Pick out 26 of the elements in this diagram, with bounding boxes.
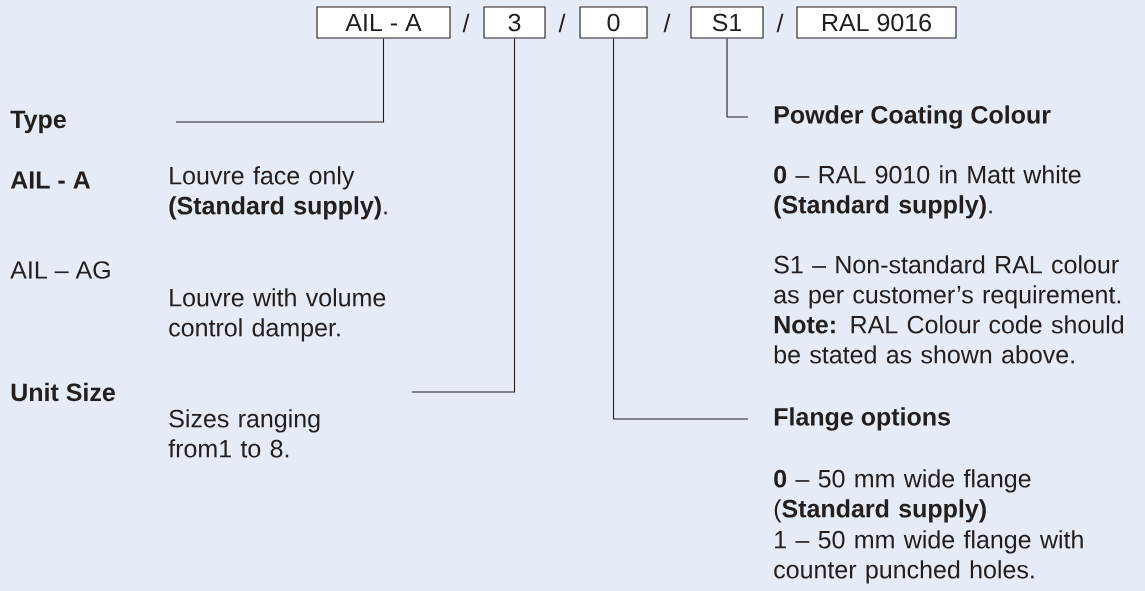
leader-line [612, 38, 749, 420]
separator-slash: / [776, 13, 784, 33]
description-text: Louvre with volume control damper. [169, 288, 386, 342]
description-text: Sizes ranging from1 to 8. [168, 409, 320, 458]
leader-line [411, 38, 516, 393]
separator-slash: / [462, 13, 470, 33]
description-text: 0 – 50 mm wide flange (Standard supply) [774, 469, 1031, 523]
separator-slash: / [558, 13, 566, 33]
section-heading: Flange options [774, 407, 950, 431]
option-code: AIL – AG [10, 261, 110, 279]
leader-line [726, 38, 749, 118]
code-box: RAL 9016 [796, 6, 957, 39]
code-box: 3 [483, 6, 546, 39]
code-box: AIL - A [316, 6, 451, 39]
section-heading: Type [10, 110, 66, 134]
code-box: 0 [579, 6, 648, 39]
option-code: AIL - A [10, 171, 91, 189]
description-text: S1 – Non-standard RAL colour as per customer’s requirement. Note: RAL Colour code should be stated as shown above. [774, 255, 1124, 364]
section-heading: Unit Size [11, 382, 115, 402]
leader-line [175, 38, 385, 123]
description-text: 0 – RAL 9010 in Matt white (Standard supply). [774, 165, 1081, 219]
section-heading: Powder Coating Colour [774, 105, 1051, 129]
description-text: Louvre face only (Standard supply). [169, 166, 387, 220]
description-text: 1 – 50 mm wide flange with counter punched holes. [774, 530, 1083, 584]
code-box: S1 [690, 6, 764, 39]
separator-slash: / [663, 13, 671, 33]
